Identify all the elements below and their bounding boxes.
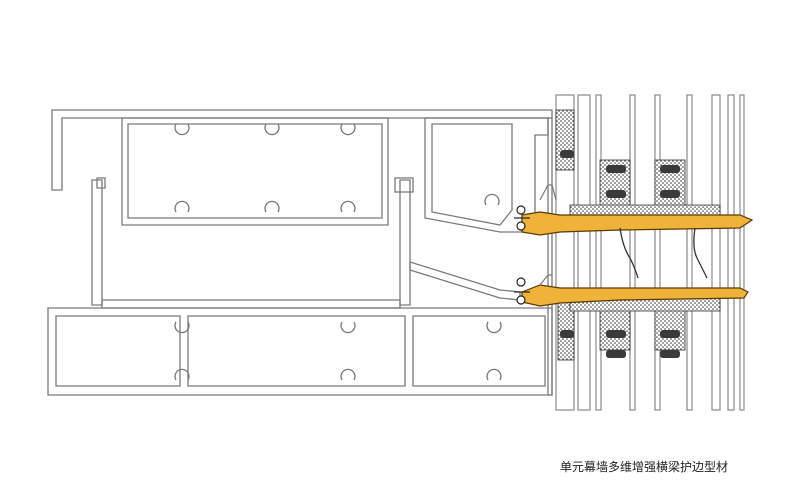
glazing-unit bbox=[555, 94, 745, 411]
diagonal-web bbox=[409, 261, 521, 301]
edge-protection-profile-upper bbox=[521, 211, 754, 279]
left-web bbox=[91, 179, 103, 306]
mid-web bbox=[399, 179, 411, 306]
aluminium-profile bbox=[47, 109, 553, 396]
screw-bosses bbox=[96, 123, 502, 381]
figure-caption: 单元幕墙多维增强横梁护边型材 bbox=[560, 460, 729, 474]
insulation bbox=[555, 109, 721, 361]
connector-lines bbox=[539, 184, 557, 286]
fasteners bbox=[514, 205, 530, 305]
upper-chamber bbox=[121, 117, 389, 226]
lower-chamber bbox=[47, 307, 553, 396]
edge-protection-profile-lower bbox=[521, 284, 749, 307]
gaskets bbox=[560, 150, 680, 358]
left-hook bbox=[51, 109, 553, 191]
